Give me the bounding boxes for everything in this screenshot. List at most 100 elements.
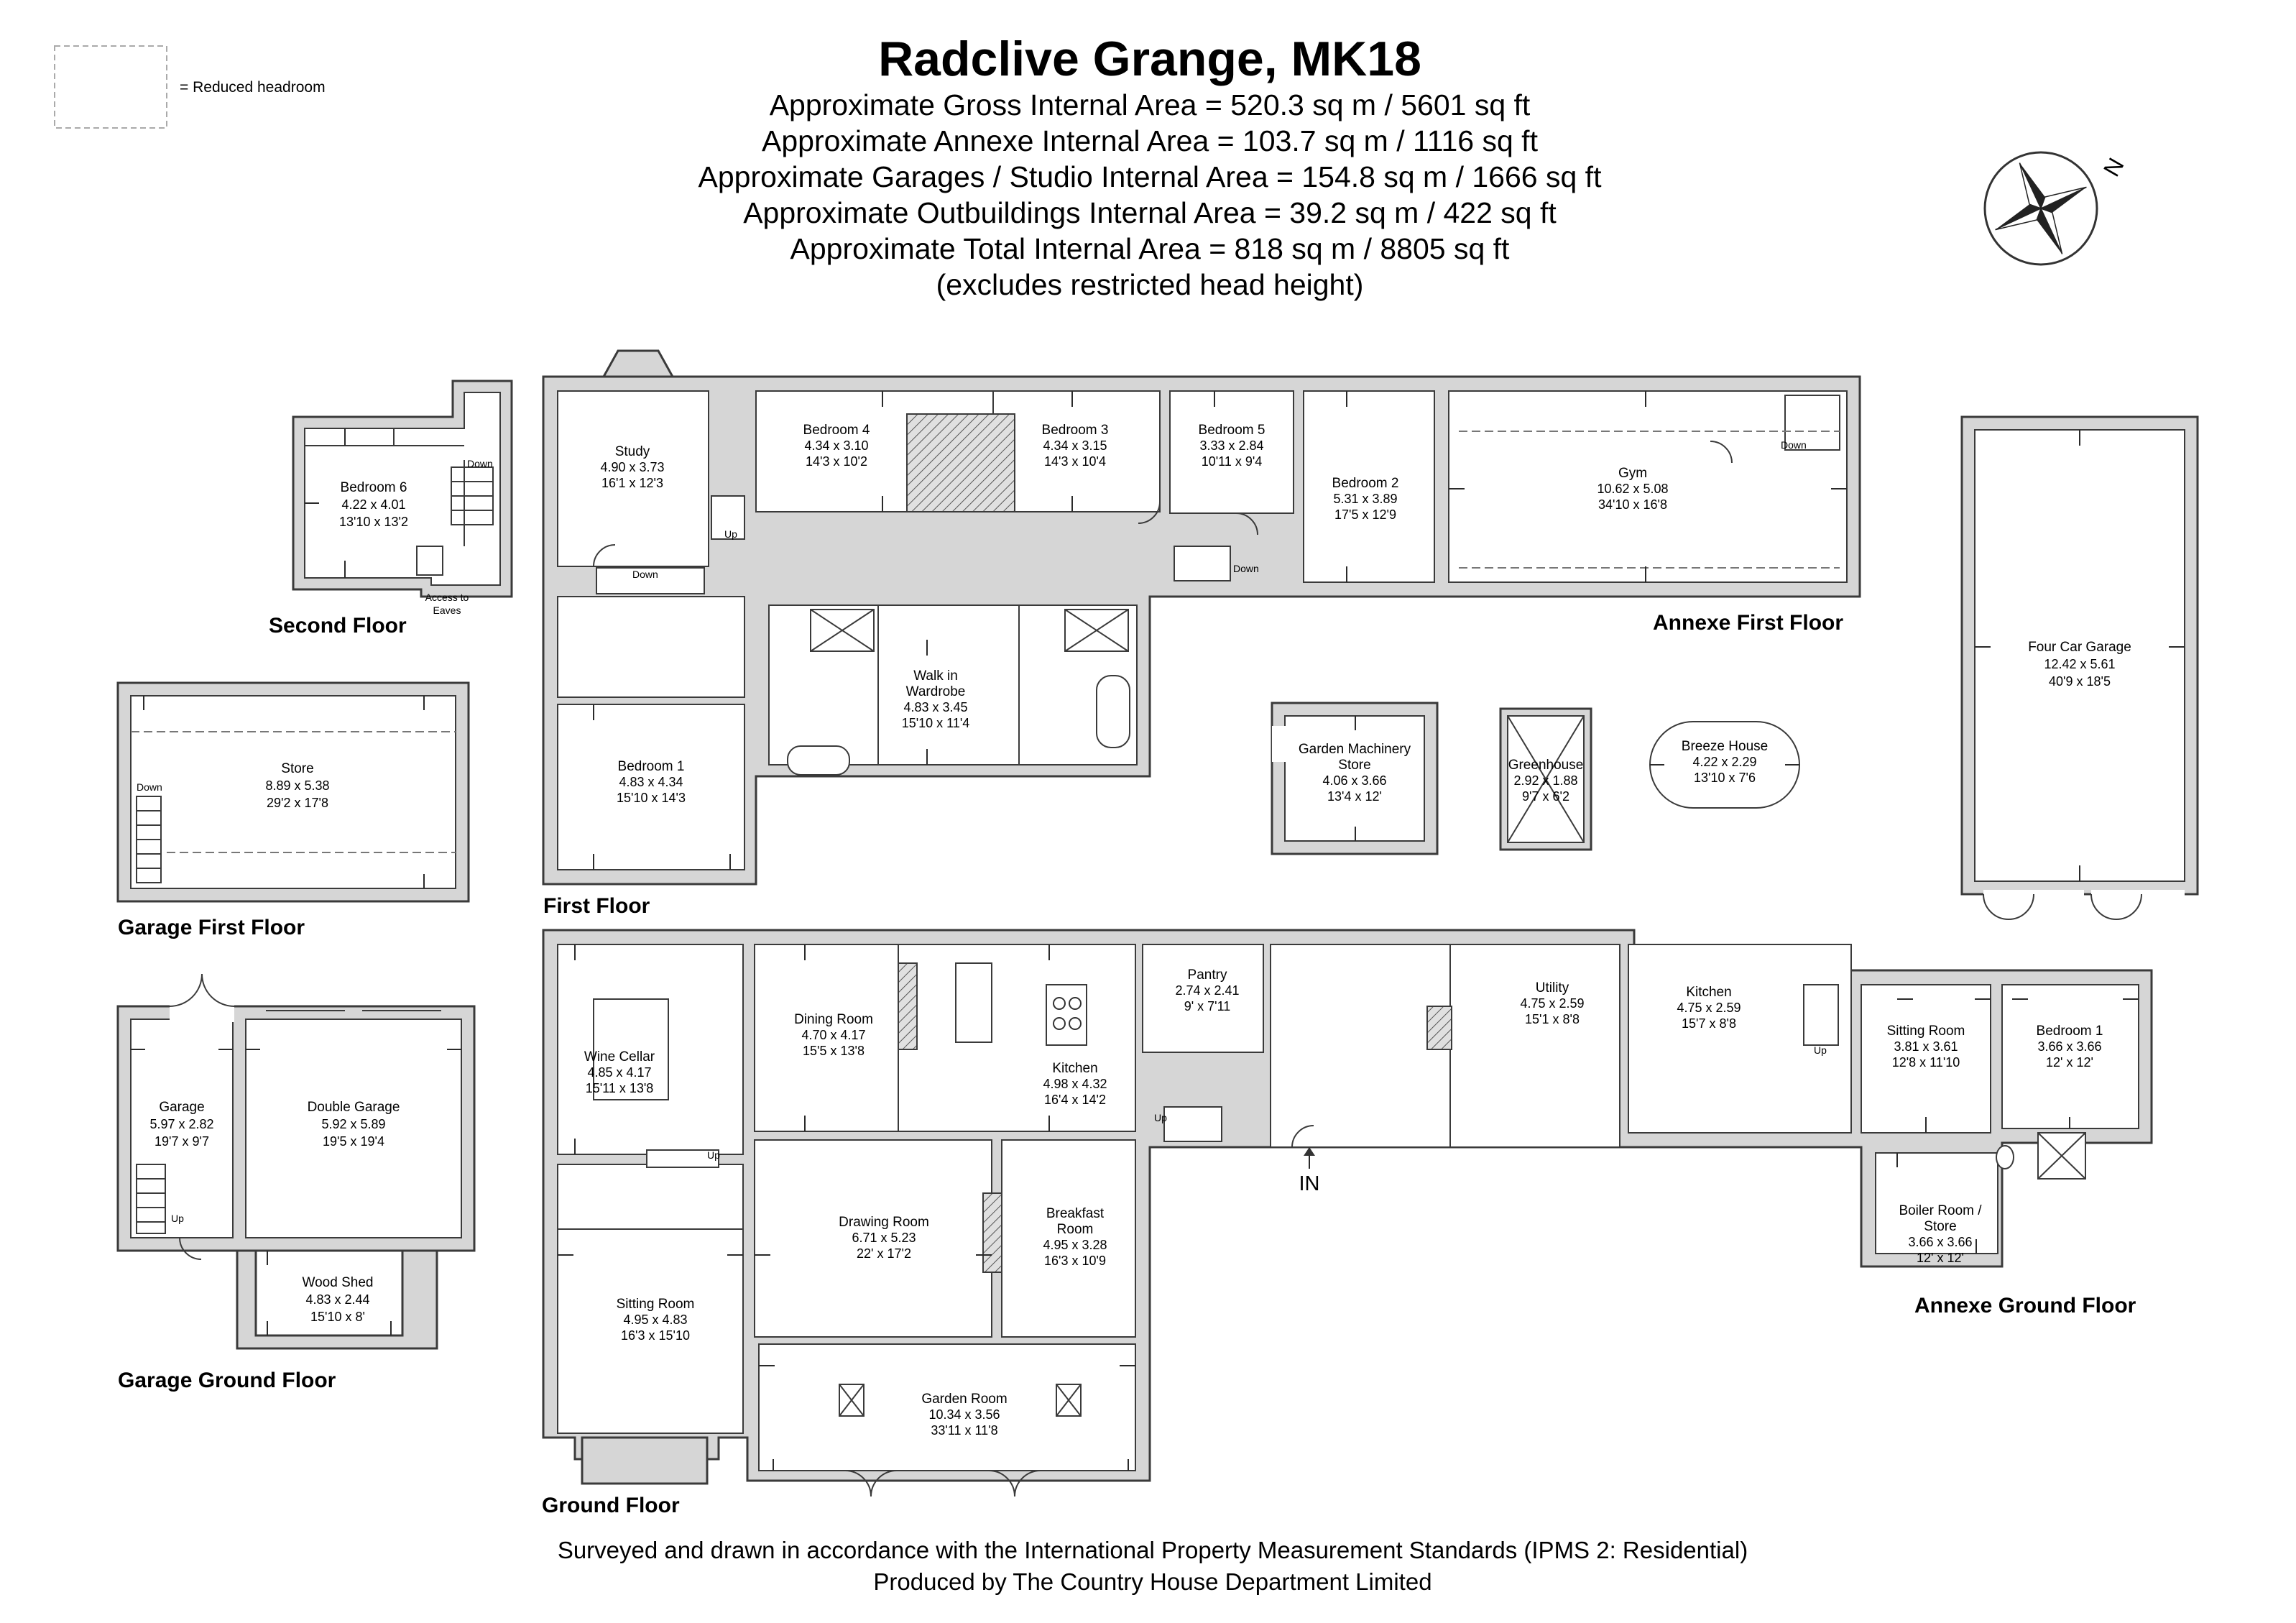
area-line: Approximate Annexe Internal Area = 103.7… xyxy=(762,124,1539,157)
stair-up-label: Up xyxy=(1814,1044,1827,1056)
garden-machinery-imperial: 13'4 x 12' xyxy=(1327,789,1382,804)
area-line: Approximate Garages / Studio Internal Ar… xyxy=(699,160,1603,193)
area-line: Approximate Total Internal Area = 818 sq… xyxy=(790,232,1511,265)
walkin-wardrobe-metric: 4.83 x 3.45 xyxy=(903,700,967,714)
bedroom5-name: Bedroom 5 xyxy=(1199,423,1265,438)
dining-room-name: Dining Room xyxy=(794,1012,873,1027)
sitting-room-imperial: 16'3 x 15'10 xyxy=(621,1328,690,1343)
gym-name: Gym xyxy=(1618,466,1647,481)
garage-metric: 5.97 x 2.82 xyxy=(149,1117,213,1131)
breakfast-room-metric: 4.95 x 3.28 xyxy=(1043,1238,1107,1252)
bedroom4-metric: 4.34 x 3.10 xyxy=(804,438,868,453)
breakfast-room-name2: Room xyxy=(1057,1222,1094,1237)
stair-down-label: Down xyxy=(632,569,658,580)
bedroom6-imperial: 13'10 x 13'2 xyxy=(339,515,408,529)
annexe-bedroom1-metric: 3.66 x 3.66 xyxy=(2037,1039,2101,1054)
bedroom3-name: Bedroom 3 xyxy=(1042,423,1109,438)
annexe-kitchen-metric: 4.75 x 2.59 xyxy=(1677,1001,1741,1015)
gym-metric: 10.62 x 5.08 xyxy=(1597,482,1668,496)
greenhouse-plan: Greenhouse 2.92 x 1.88 9'7 x 6'2 xyxy=(1499,707,1592,851)
walkin-wardrobe-name: Walk in xyxy=(913,668,958,684)
footer-producer: Produced by The Country House Department… xyxy=(873,1568,1431,1595)
access-eaves-label: Access to xyxy=(425,592,469,603)
kitchen-imperial: 16'4 x 14'2 xyxy=(1044,1093,1106,1107)
garden-machinery-name: Garden Machinery xyxy=(1299,742,1411,757)
second-floor-label: Second Floor xyxy=(269,614,407,638)
bedroom4-imperial: 14'3 x 10'2 xyxy=(806,454,867,469)
walkin-wardrobe-imperial: 15'10 x 11'4 xyxy=(902,716,970,730)
garden-machinery-store-plan: Garden Machinery Store 4.06 x 3.66 13'4 … xyxy=(1271,702,1439,855)
greenhouse-name: Greenhouse xyxy=(1508,758,1584,773)
compass-north-label: N xyxy=(2098,153,2129,180)
garage-ground-floor-label: Garage Ground Floor xyxy=(118,1369,336,1392)
garden-machinery-name2: Store xyxy=(1338,758,1370,773)
second-floor-plan: Down Bedroom 6 4.22 x 4.01 13'10 x 13'2 … xyxy=(292,380,513,616)
pantry-metric: 2.74 x 2.41 xyxy=(1175,983,1239,998)
stair-down-label: Down xyxy=(1233,563,1259,574)
annexe-first-floor-label: Annexe First Floor xyxy=(1653,611,1843,635)
study-imperial: 16'1 x 12'3 xyxy=(601,476,663,490)
four-car-garage-metric: 12.42 x 5.61 xyxy=(2044,657,2115,671)
annexe-ground-floor-label: Annexe Ground Floor xyxy=(1914,1294,2136,1318)
wine-cellar-metric: 4.85 x 4.17 xyxy=(587,1065,651,1080)
bedroom6-metric: 4.22 x 4.01 xyxy=(341,497,405,512)
bedroom1-imperial: 15'10 x 14'3 xyxy=(617,791,686,805)
double-garage-name: Double Garage xyxy=(308,1100,400,1115)
garage-first-floor-label: Garage First Floor xyxy=(118,916,305,939)
first-floor-plan: Down Up Down Down Study 4.90 x 3.73 16'1… xyxy=(542,349,1861,886)
access-eaves-label: Eaves xyxy=(433,604,461,616)
drawing-room-imperial: 22' x 17'2 xyxy=(857,1246,911,1261)
reduced-headroom-swatch xyxy=(54,45,167,129)
garage-imperial: 19'7 x 9'7 xyxy=(155,1134,209,1149)
area-line: Approximate Outbuildings Internal Area =… xyxy=(743,196,1557,229)
breeze-house-name: Breeze House xyxy=(1682,739,1768,754)
bedroom3-metric: 4.34 x 3.15 xyxy=(1043,438,1107,453)
garden-room-imperial: 33'11 x 11'8 xyxy=(931,1423,997,1438)
stair-up-label: Up xyxy=(724,528,737,540)
boiler-room-imperial: 12' x 12' xyxy=(1917,1251,1964,1265)
kitchen-metric: 4.98 x 4.32 xyxy=(1043,1077,1107,1091)
reduced-headroom-legend: = Reduced headroom xyxy=(180,79,326,96)
boiler-room-name: Boiler Room / xyxy=(1899,1203,1982,1218)
compass-icon xyxy=(1983,151,2098,266)
bedroom2-name: Bedroom 2 xyxy=(1332,476,1399,491)
store-metric: 8.89 x 5.38 xyxy=(265,778,329,793)
second-floor-down-label: Down xyxy=(467,458,493,469)
four-car-garage-plan: Four Car Garage 12.42 x 5.61 40'9 x 18'5 xyxy=(1960,415,2199,920)
stair-up-label: Up xyxy=(1154,1112,1167,1123)
first-floor-label: First Floor xyxy=(543,894,650,918)
wood-shed-imperial: 15'10 x 8' xyxy=(310,1310,365,1324)
greenhouse-imperial: 9'7 x 6'2 xyxy=(1522,789,1569,804)
wood-shed-name: Wood Shed xyxy=(303,1275,374,1290)
annexe-sitting-room-imperial: 12'8 x 11'10 xyxy=(1892,1055,1960,1070)
study-room xyxy=(557,390,709,567)
boiler-room-name2: Store xyxy=(1924,1219,1956,1234)
double-garage-imperial: 19'5 x 19'4 xyxy=(323,1134,384,1149)
study-metric: 4.90 x 3.73 xyxy=(600,460,664,474)
garage-ground-floor-plan: Up Garage 5.97 x 2.82 19'7 x 9'7 Double … xyxy=(116,973,476,1350)
plan-title: Radclive Grange, MK18 xyxy=(878,32,1421,86)
bedroom6-name: Bedroom 6 xyxy=(341,480,407,495)
wood-shed-metric: 4.83 x 2.44 xyxy=(305,1292,369,1307)
stair-down-label: Down xyxy=(1781,439,1807,451)
ground-floor-plan: Up Up Up Wine Cellar 4.85 x 4.17 15'11 x… xyxy=(542,929,2153,1497)
annexe-bedroom1-imperial: 12' x 12' xyxy=(2046,1055,2093,1070)
bedroom5-imperial: 10'11 x 9'4 xyxy=(1202,454,1263,469)
stair-up-label: Up xyxy=(707,1149,720,1161)
annexe-kitchen-imperial: 15'7 x 8'8 xyxy=(1682,1016,1736,1031)
wine-cellar-imperial: 15'11 x 13'8 xyxy=(586,1081,654,1095)
bedroom1-metric: 4.83 x 4.34 xyxy=(619,775,683,789)
bedroom2-metric: 5.31 x 3.89 xyxy=(1333,492,1397,506)
dining-room-metric: 4.70 x 4.17 xyxy=(801,1028,865,1042)
pantry-name: Pantry xyxy=(1188,967,1227,983)
area-line: Approximate Gross Internal Area = 520.3 … xyxy=(770,88,1531,121)
garage-name: Garage xyxy=(159,1100,204,1115)
utility-metric: 4.75 x 2.59 xyxy=(1520,996,1584,1011)
garage-first-floor-plan: Down Store 8.89 x 5.38 29'2 x 17'8 xyxy=(116,681,470,903)
gym-imperial: 34'10 x 16'8 xyxy=(1598,497,1667,512)
sitting-room-metric: 4.95 x 4.83 xyxy=(623,1312,687,1327)
kitchen-name: Kitchen xyxy=(1052,1061,1097,1076)
annexe-sitting-room-name: Sitting Room xyxy=(1887,1024,1965,1039)
four-car-garage-imperial: 40'9 x 18'5 xyxy=(2049,674,2111,689)
